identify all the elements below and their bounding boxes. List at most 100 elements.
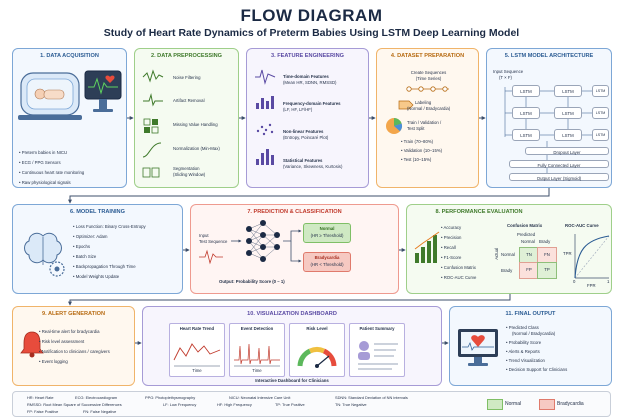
lstm-network-lines [504, 87, 592, 173]
cm-predicted-label: Predicted [517, 232, 536, 237]
metric-5: Confusion Matrix [441, 265, 476, 270]
data-preprocessing-box: 2. DATA PREPROCESSING Noise Filtering Ar… [134, 48, 239, 188]
alert-item-1: Real-time alert for bradycardia [39, 329, 100, 334]
acq-item-4: Raw physiological signals [19, 180, 71, 185]
prep-item-5: Segmentation [173, 166, 200, 171]
prep-item-6: (Sliding Window) [173, 172, 206, 177]
dropout-layer: Dropout Layer [525, 147, 609, 155]
training-item-5: Backpropagation Through Time [73, 264, 136, 269]
create-sequences: Create Sequences [410, 70, 447, 75]
feat-1: Time-domain Features [283, 74, 329, 79]
frequency-domain-icon [256, 96, 274, 109]
patient-card-icon [358, 341, 398, 370]
feat-2-sub: (LF, HF, LF/HF) [283, 107, 313, 112]
section-header: 1. DATA ACQUISITION [40, 53, 99, 59]
legend-fp: FP: False Positive [27, 409, 59, 414]
feature-icons [255, 69, 276, 165]
prep-item-3: Missing Value Handling [173, 122, 218, 127]
abbreviation-legend: HR: Heart Rate ECG: Electrocardiogram PP… [12, 391, 611, 417]
section-header: 11. FINAL OUTPUT [505, 311, 556, 317]
nonlinear-scatter-icon [256, 123, 274, 136]
prep-item-4: Normalization (Min-Max) [173, 146, 220, 151]
diagram-subtitle: Study of Heart Rate Dynamics of Preterm … [103, 27, 520, 39]
nicu-incubator-icon [18, 70, 122, 120]
metric-4: F1-Score [441, 255, 462, 260]
training-item-3: Epochs [73, 244, 90, 249]
prediction-network [199, 220, 302, 265]
bradycardia-class-box: Bradycardia (HR < Threshold) [303, 252, 351, 272]
section-header: 3. FEATURE ENGINEERING [271, 53, 344, 59]
section-header: 2. DATA PREPROCESSING [150, 53, 223, 59]
feat-4: Statistical Features [283, 158, 323, 163]
event-time-label: Time [252, 368, 262, 373]
visualization-dashboard-box: 10. VISUALIZATION DASHBOARD Heart Rate T… [142, 306, 442, 386]
dataset-preparation-box: 4. DATASET PREPARATION Create Sequences … [376, 48, 479, 188]
roc-x1: 1 [607, 279, 610, 284]
lstm-cell-2-3: LSTM [592, 107, 609, 119]
fully-connected-layer: Fully Connected Layer [509, 160, 609, 168]
sequence-chain-icon [406, 86, 449, 92]
artifact-removal-icon [143, 93, 163, 107]
split-title-sub: Test Split [407, 126, 425, 131]
acq-item-3: Continuous heart rate monitoring [19, 170, 85, 175]
feature-engineering-box: 3. FEATURE ENGINEERING Time-domain Featu… [246, 48, 369, 188]
accuracy-chart-icon [414, 231, 440, 263]
final-item-4: Trend Visualization [506, 358, 545, 363]
roc-x-label: FPR [587, 283, 596, 288]
feat-1-sub: (Mean HR, SDNN, RMSSD) [283, 80, 337, 85]
normalization-icon [142, 142, 162, 158]
arrow-5-6 [68, 188, 550, 204]
label-tag-icon [398, 100, 414, 110]
split-validation: Validation (10–15%) [401, 148, 442, 153]
probability-output: Output: Probability Score (0 – 1) [219, 279, 285, 284]
prediction-classification-box: 7. PREDICTION & CLASSIFICATION Input Tes… [190, 204, 399, 294]
arrow-8-9 [68, 294, 511, 306]
legend-normal-swatch [487, 399, 503, 410]
lstm-cell-2-1: LSTM [512, 107, 540, 119]
prep-item-1: Noise Filtering [173, 75, 201, 80]
confusion-matrix-grid: Normal Brady Normal Brady TN FN FP TP [501, 239, 557, 281]
acq-item-1: Preterm babies in NICU [19, 150, 67, 155]
time-domain-icon [255, 69, 276, 85]
split-train: Train (70–80%) [401, 139, 433, 144]
alert-item-3: Notification to clinicians / caregivers [39, 349, 110, 354]
metric-2: Precision [441, 235, 462, 240]
event-spikes [234, 343, 280, 367]
missing-value-icon [143, 118, 159, 134]
legend-bradycardia-label: Bradycardia [557, 401, 584, 407]
final-output-box: 11. FINAL OUTPUT Predicted Class (Normal… [449, 306, 612, 386]
patient-summary-panel: Patient Summary [349, 323, 405, 377]
section-header: 9. ALERT GENERATION [41, 311, 106, 317]
feat-2: Frequency-domain Features [283, 101, 341, 106]
legend-nicu: NICU: Neonatal Intensive Care Unit [229, 395, 291, 400]
cm-cell-fp: FP [519, 262, 539, 279]
lstm-cell-1-3: LSTM [592, 85, 609, 97]
risk-gauge-icon [297, 347, 337, 368]
feat-3: Non-linear Features [283, 129, 324, 134]
final-item-5: Decision Support for Clinicians [506, 367, 568, 372]
section-header: 4. DATASET PREPARATION [390, 53, 465, 59]
final-item-2: Probability Score [506, 340, 541, 345]
noise-filter-icon [142, 69, 164, 83]
legend-hr: HR: Heart Rate [27, 395, 54, 400]
lstm-cell-3-3: LSTM [592, 129, 609, 141]
roc-y-label: TPR [563, 251, 572, 256]
legend-fn: FN: False Negative [83, 409, 117, 414]
normal-class-box: Normal (HR ≥ Threshold) [303, 223, 351, 243]
lstm-cell-1-2: LSTM [554, 85, 582, 97]
risk-level-panel: Risk Level [289, 323, 345, 377]
lstm-cell-1-1: LSTM [512, 85, 540, 97]
legend-ecg: ECG: Electrocardiogram [75, 395, 118, 400]
metric-3: Recall [441, 245, 456, 250]
brain-gears-icon [24, 232, 65, 277]
alert-generation-box: 9. ALERT GENERATION Real-time alert for … [12, 306, 135, 386]
event-detection-panel: Event Detection Time [229, 323, 285, 377]
legend-ppg: PPG: Photoplethysmography [145, 395, 196, 400]
create-sequences-sub: (Time Series) [415, 76, 442, 81]
section-header: 6. MODEL TRAINING [70, 209, 125, 215]
roc-curve-plot [574, 234, 610, 279]
input-sequence: Input Sequence [493, 69, 524, 74]
output-layer: Output Layer (Sigmoid) [509, 173, 609, 181]
confusion-matrix-title: Confusion Matrix [507, 223, 543, 228]
segmentation-icon [142, 167, 160, 178]
